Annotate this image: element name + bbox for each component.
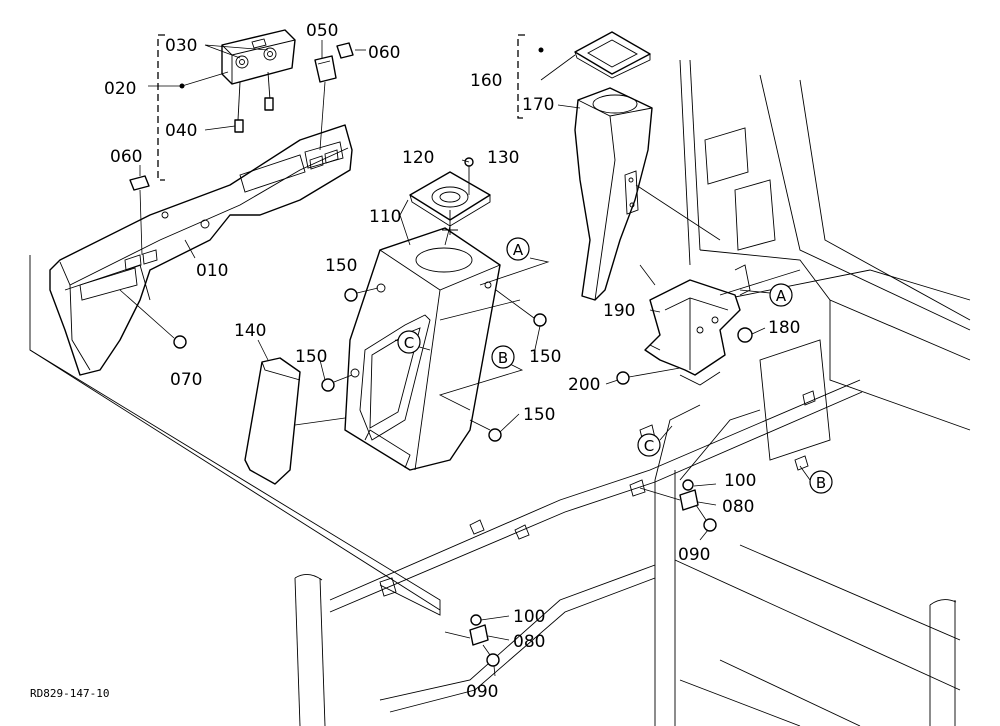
ref-b-console: B bbox=[491, 345, 515, 369]
callout-150-c: 150 bbox=[295, 347, 327, 367]
clip-080-lower bbox=[444, 624, 489, 646]
ref-c-console-label: C bbox=[404, 334, 414, 352]
callout-100-lower: 100 bbox=[513, 607, 545, 627]
callout-120: 120 bbox=[402, 148, 434, 168]
callout-100-upper: 100 bbox=[724, 471, 756, 491]
panel-140 bbox=[244, 357, 346, 485]
ref-b-floor: B bbox=[809, 470, 833, 494]
callout-170: 170 bbox=[522, 95, 554, 115]
ref-b-console-label: B bbox=[498, 349, 508, 367]
callout-110: 110 bbox=[369, 207, 401, 227]
callout-190: 190 bbox=[603, 301, 635, 321]
callout-150-a: 150 bbox=[325, 256, 357, 276]
console-110 bbox=[344, 227, 501, 471]
ref-c-console: C bbox=[397, 330, 421, 354]
group-bracket-020 bbox=[157, 34, 165, 181]
nut-100-lower bbox=[470, 614, 482, 626]
bracket-190 bbox=[639, 264, 751, 386]
bolt-180 bbox=[737, 327, 753, 343]
switch-050 bbox=[314, 55, 337, 151]
callout-030: 030 bbox=[165, 36, 197, 56]
callout-180: 180 bbox=[768, 318, 800, 338]
callout-070: 070 bbox=[170, 370, 202, 390]
ref-c-floor: C bbox=[637, 433, 661, 457]
cover-120 bbox=[409, 171, 491, 246]
bolt-150-c bbox=[321, 374, 353, 392]
callout-060-top: 060 bbox=[368, 43, 400, 63]
group-bracket-160 bbox=[517, 34, 525, 119]
callout-080-upper: 080 bbox=[722, 497, 754, 517]
callout-010: 010 bbox=[196, 261, 228, 281]
callout-150-d: 150 bbox=[523, 405, 555, 425]
boot-160 bbox=[574, 31, 651, 79]
ref-c-floor-label: C bbox=[644, 437, 654, 455]
cab-frame bbox=[29, 59, 971, 726]
bolt-070 bbox=[119, 289, 187, 349]
callout-200: 200 bbox=[568, 375, 600, 395]
callout-140: 140 bbox=[234, 321, 266, 341]
bolt-150-d bbox=[469, 419, 502, 442]
callout-020: 020 bbox=[104, 79, 136, 99]
callout-060-left: 060 bbox=[110, 147, 142, 167]
callout-040: 040 bbox=[165, 121, 197, 141]
ref-a-bracket: A bbox=[769, 283, 793, 307]
ref-a-bracket-label: A bbox=[776, 287, 787, 305]
ref-a-console-label: A bbox=[513, 241, 524, 259]
callout-150-b: 150 bbox=[529, 347, 561, 367]
callout-labels: 030 020 040 050 060 060 010 070 120 130 … bbox=[104, 21, 800, 702]
callout-090-lower: 090 bbox=[466, 682, 498, 702]
ref-a-console: A bbox=[506, 237, 530, 261]
cap-060-top bbox=[336, 42, 354, 59]
bolt-200 bbox=[616, 367, 681, 385]
group-dot-020 bbox=[179, 83, 185, 89]
bolt-150-a bbox=[344, 287, 379, 302]
switch-panel-020 bbox=[221, 29, 296, 133]
callout-090-upper: 090 bbox=[678, 545, 710, 565]
clip-080-upper bbox=[639, 487, 699, 511]
bolt-090-upper bbox=[695, 504, 717, 532]
cap-060-left bbox=[129, 175, 150, 256]
callout-080-lower: 080 bbox=[513, 632, 545, 652]
bolt-090-lower bbox=[482, 644, 500, 667]
callout-050: 050 bbox=[306, 21, 338, 41]
drawing-number: RD829-147-10 bbox=[30, 687, 109, 700]
leader-lines bbox=[139, 40, 811, 677]
side-console-010 bbox=[49, 124, 353, 376]
column-170 bbox=[574, 87, 721, 301]
bolt-150-b bbox=[495, 289, 547, 327]
callout-130: 130 bbox=[487, 148, 519, 168]
callout-160: 160 bbox=[470, 71, 502, 91]
nut-100-upper bbox=[682, 479, 694, 491]
ref-b-floor-label: B bbox=[816, 474, 826, 492]
group-dot-160 bbox=[538, 47, 544, 53]
